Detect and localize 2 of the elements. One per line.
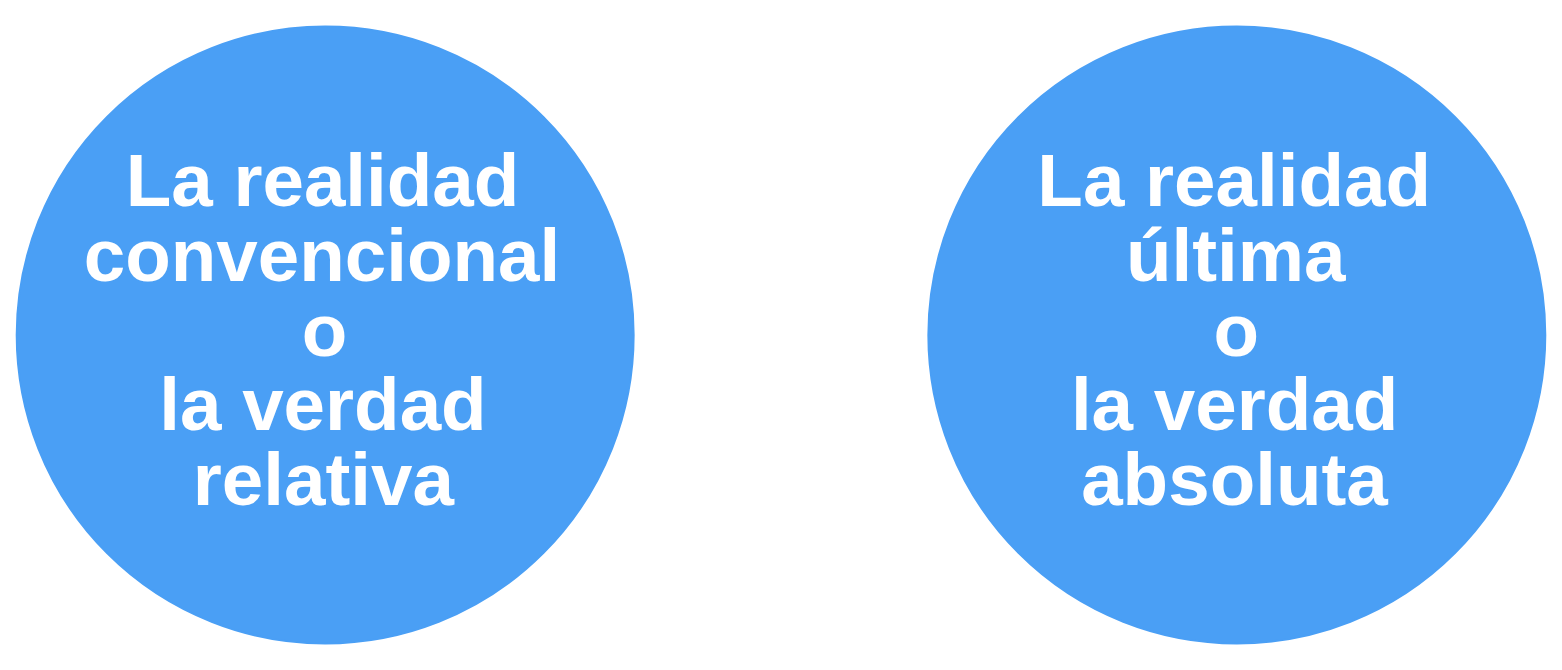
node-circle: La realidad última o la verdad absoluta: [927, 25, 1547, 645]
node-circle: La realidad convencional o la verdad relativa: [15, 25, 635, 645]
